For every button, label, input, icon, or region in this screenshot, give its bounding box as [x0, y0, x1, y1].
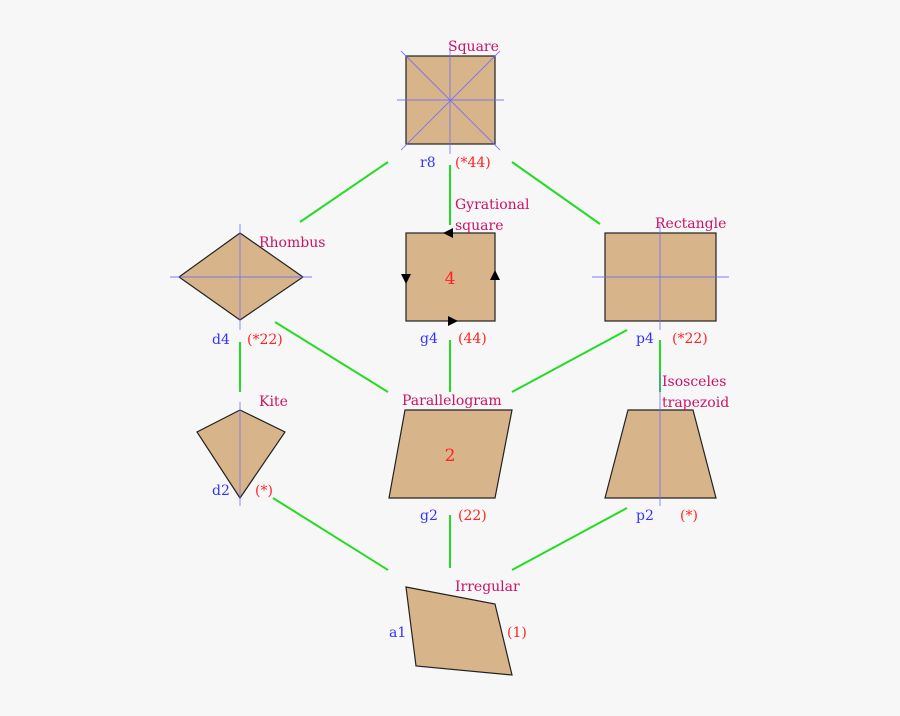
parallelogram-orbifold: (22)	[458, 508, 487, 524]
node-square: Square r8 (*44)	[397, 39, 504, 171]
edge-square-rhombus	[299, 161, 389, 223]
irregular-shape	[405, 586, 513, 676]
edge-kite-irregular	[272, 497, 389, 571]
kite-name: Kite	[259, 394, 288, 410]
node-rectangle: Rectangle p4 (*22)	[592, 216, 729, 347]
square-axis	[400, 50, 501, 151]
kite-code: d2	[212, 483, 230, 499]
irregular-code: a1	[389, 625, 406, 641]
parallelogram-shape	[388, 409, 513, 499]
arrow-right-icon	[448, 316, 458, 326]
irregular-name: Irregular	[455, 579, 520, 595]
rectangle-code: p4	[636, 331, 654, 347]
isosceles-orbifold: (*)	[680, 508, 698, 524]
node-irregular: Irregular a1 (1)	[389, 579, 527, 676]
rhombus-name: Rhombus	[259, 235, 325, 251]
square-code: r8	[420, 155, 436, 171]
isosceles-shape	[604, 409, 717, 499]
edge-rhombus-parallelogram	[274, 321, 389, 393]
rhombus-code: d4	[212, 332, 230, 348]
rhombus-orbifold: (*22)	[247, 332, 283, 348]
irregular-orbifold: (1)	[507, 625, 527, 641]
node-rhombus: Rhombus d4 (*22)	[170, 224, 325, 348]
parallelogram-center-label: 2	[445, 446, 456, 466]
gyrational-orbifold: (44)	[458, 331, 487, 347]
gyrational-shape	[405, 232, 496, 322]
kite-orbifold: (*)	[255, 483, 273, 499]
isosceles-name-line1: Isosceles	[662, 374, 726, 390]
node-gyrational-square: 4 Gyrational square g4 (44)	[401, 197, 530, 347]
rectangle-orbifold: (*22)	[672, 331, 708, 347]
edge-square-rectangle	[511, 161, 601, 225]
arrow-up-icon	[490, 270, 500, 280]
edges	[239, 161, 661, 571]
isosceles-name-line2: trapezoid	[662, 395, 729, 411]
edge-rectangle-parallelogram	[511, 329, 628, 393]
node-kite: Kite d2 (*)	[196, 394, 288, 506]
isosceles-code: p2	[636, 508, 654, 524]
edge-isosceles-irregular	[511, 507, 628, 571]
gyrational-name-line1: Gyrational	[455, 197, 530, 213]
node-parallelogram: 2 Parallelogram g2 (22)	[388, 393, 513, 524]
node-isosceles-trapezoid: Isosceles trapezoid p2 (*)	[604, 372, 729, 524]
gyrational-center-label: 4	[445, 269, 456, 289]
parallelogram-code: g2	[420, 508, 438, 524]
square-orbifold: (*44)	[455, 155, 491, 171]
gyrational-code: g4	[420, 331, 438, 347]
arrow-left-icon	[443, 228, 453, 238]
arrow-down-icon	[401, 274, 411, 284]
gyrational-name-line2: square	[455, 218, 504, 234]
rectangle-name: Rectangle	[655, 216, 726, 232]
parallelogram-name: Parallelogram	[402, 393, 502, 409]
square-name: Square	[448, 39, 499, 55]
